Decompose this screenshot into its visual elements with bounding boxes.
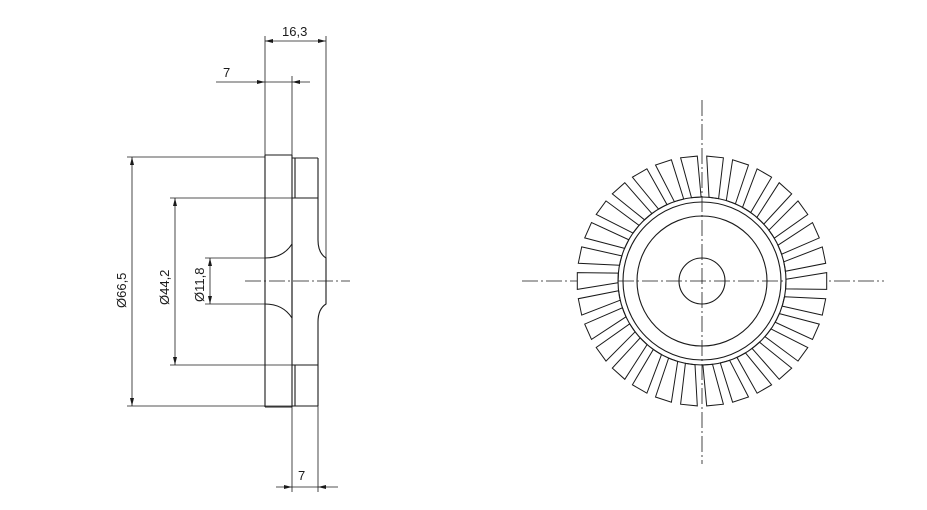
blade — [680, 362, 698, 407]
dim-mid-diameter-label: Ø44,2 — [157, 270, 172, 305]
blade — [654, 357, 679, 403]
dim-hub-width-top: 7 — [216, 65, 310, 155]
dim-outer-diameter: Ø66,5 — [114, 156, 292, 407]
blade — [781, 296, 827, 316]
dim-hub-width-top-label: 7 — [223, 65, 230, 80]
blade — [576, 272, 619, 290]
hub-outer-ring — [617, 196, 787, 366]
blade — [679, 155, 702, 199]
hub-ring-2 — [622, 201, 782, 361]
dim-bore-diameter: Ø11,8 — [192, 257, 265, 305]
side-view: 16,3 7 7 Ø66,5 — [114, 24, 350, 492]
hub-ring-3 — [636, 215, 768, 347]
blade — [785, 272, 828, 290]
front-view — [522, 100, 884, 464]
dim-mid-diameter: Ø44,2 — [157, 197, 292, 366]
blade — [725, 159, 750, 205]
bore-circle — [678, 257, 726, 305]
dim-hub-width-bottom-label: 7 — [298, 468, 305, 483]
blade — [577, 246, 623, 266]
dim-overall-width: 16,3 — [264, 24, 327, 258]
dim-bore-diameter-label: Ø11,8 — [192, 268, 207, 302]
dim-hub-width-bottom: 7 — [276, 406, 338, 492]
blade — [702, 363, 725, 407]
dim-outer-diameter-label: Ø66,5 — [114, 273, 129, 308]
blade — [706, 155, 724, 200]
dim-overall-width-label: 16,3 — [282, 24, 307, 39]
